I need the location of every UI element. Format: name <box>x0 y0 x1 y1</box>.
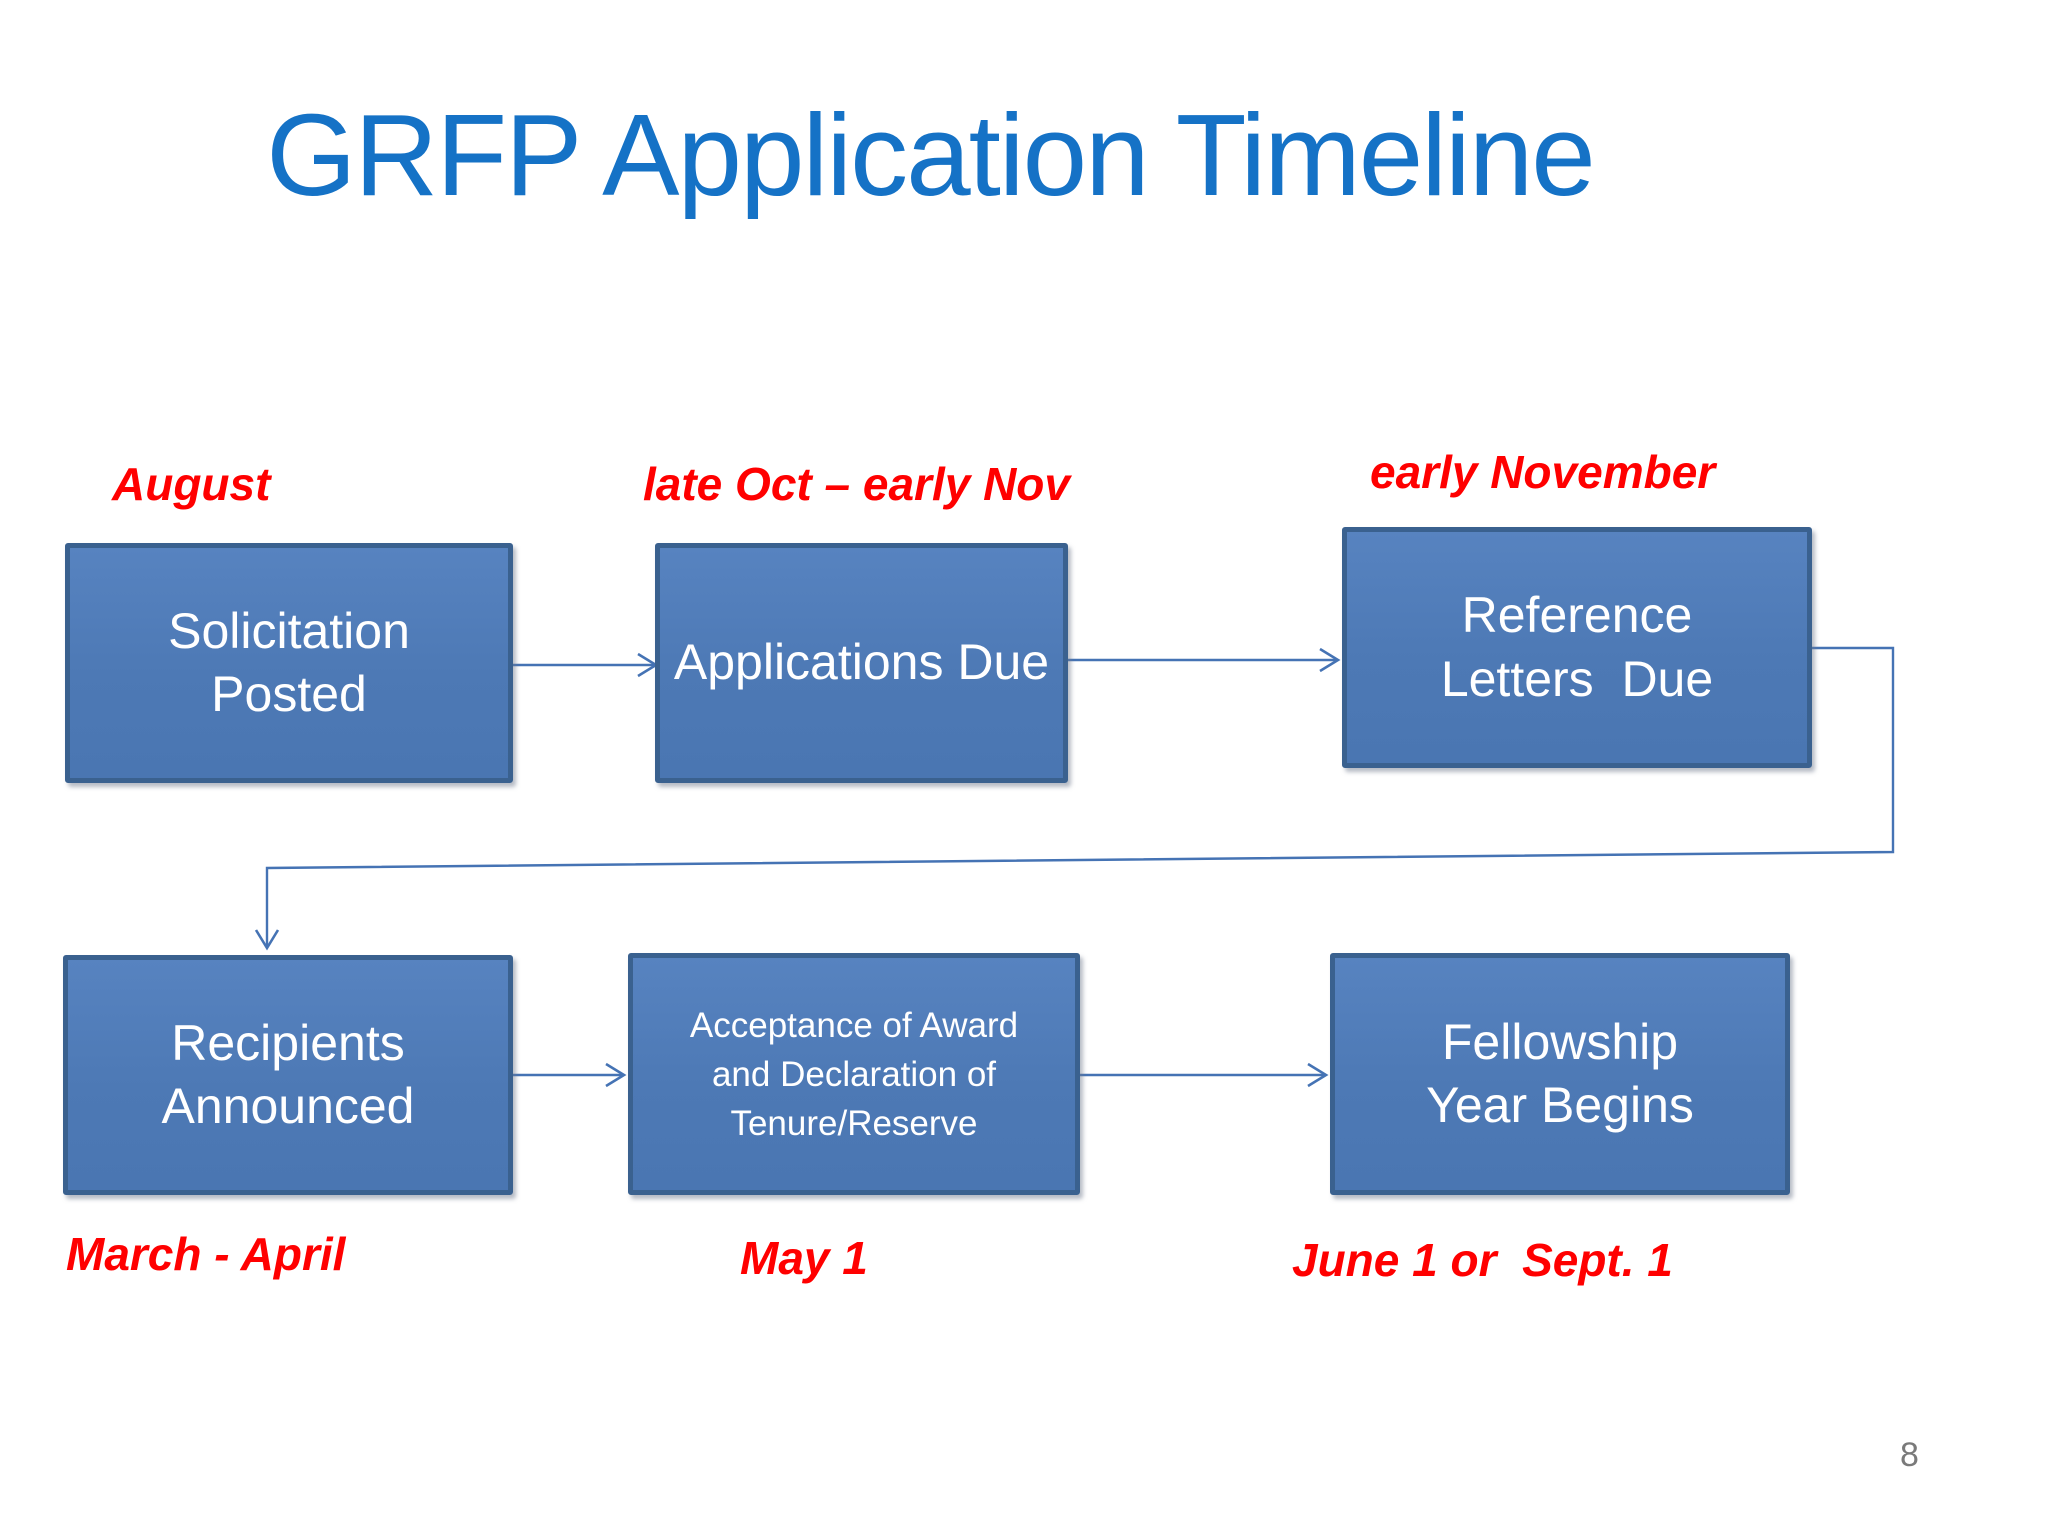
date-label-acceptance: May 1 <box>740 1232 868 1284</box>
flow-box-solicitation-posted-label: Solicitation Posted <box>168 602 410 723</box>
flow-box-reference-letters-due-label: Reference Letters Due <box>1440 587 1714 707</box>
connector-reference-to-recipients <box>254 646 1895 951</box>
flow-box-acceptance-of-award: Acceptance of Award and Declaration of T… <box>628 953 1080 1195</box>
flow-box-recipients-announced: Recipients Announced <box>63 955 513 1195</box>
date-label-applications: late Oct – early Nov <box>643 458 1070 510</box>
date-label-solicitation: August <box>112 458 271 510</box>
flow-box-applications-due: Applications Due <box>655 543 1068 783</box>
slide-title: GRFP Application Timeline <box>266 90 1596 220</box>
flow-box-fellowship-year-begins: Fellowship Year Begins <box>1330 953 1790 1195</box>
flow-box-reference-letters-due: Reference Letters Due <box>1342 527 1812 768</box>
date-label-reference: early November <box>1370 446 1716 498</box>
page-number: 8 <box>1900 1436 1919 1474</box>
flow-box-solicitation-posted: Solicitation Posted <box>65 543 513 783</box>
flow-box-applications-due-label: Applications Due <box>673 634 1050 691</box>
flow-box-acceptance-of-award-label: Acceptance of Award and Declaration of T… <box>689 1005 1019 1143</box>
date-label-recipients: March - April <box>66 1228 346 1280</box>
flow-box-recipients-announced-label: Recipients Announced <box>161 1014 415 1135</box>
flow-box-fellowship-year-begins-label: Fellowship Year Begins <box>1426 1013 1694 1134</box>
date-label-fellowship: June 1 or Sept. 1 <box>1292 1234 1673 1286</box>
